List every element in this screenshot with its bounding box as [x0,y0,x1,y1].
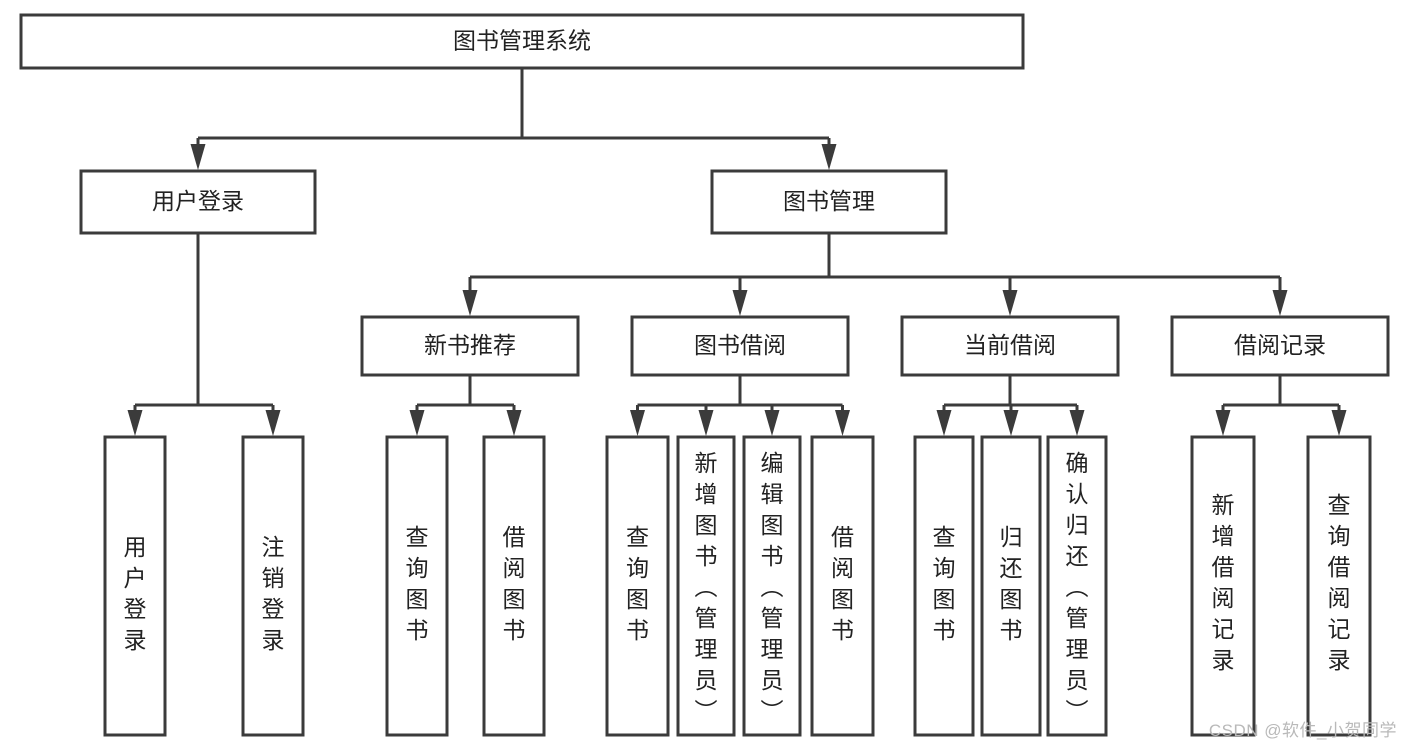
node-label: 编辑图书︵管理员︶ [761,450,784,724]
node-box [676,435,736,737]
node-label: 图书管理 [783,188,875,214]
node-root[interactable]: 图书管理系统 [19,13,1025,70]
arrow-head-icon [1002,290,1018,316]
node-label: 当前借阅 [964,332,1056,358]
node-box [742,435,802,737]
node-label: 图书管理系统 [453,28,591,54]
arrow-head-icon [1272,290,1288,316]
node-leaf-confirm-return[interactable]: 确认归还︵管理员︶ [1046,435,1108,737]
node-box [482,435,546,737]
arrow-head-icon [835,410,850,436]
node-new-book-rec[interactable]: 新书推荐 [360,315,580,377]
arrow-head-icon [732,290,748,316]
arrow-head-icon [1003,410,1019,436]
node-label: 图书借阅 [694,332,786,358]
node-box [710,169,948,235]
arrow-head-icon [764,410,780,436]
node-borrow-record[interactable]: 借阅记录 [1170,315,1390,377]
node-label: 借阅记录 [1234,332,1326,358]
node-book-borrow[interactable]: 图书借阅 [630,315,850,377]
node-label: 查询图书 [933,524,956,643]
node-label: 用户登录 [152,188,244,214]
node-box [19,13,1025,70]
arrow-head-icon [190,144,206,170]
node-user-login[interactable]: 用户登录 [79,169,317,235]
connector-layer [127,68,1347,436]
arrow-head-icon [1215,410,1231,436]
node-leaf-add-book[interactable]: 新增图书︵管理员︶ [676,435,736,737]
node-label: 新增图书︵管理员︶ [695,450,718,724]
node-label: 查询图书 [626,524,649,643]
node-leaf-return-book[interactable]: 归还图书 [980,435,1042,737]
arrow-head-icon [462,290,478,316]
arrow-head-icon [821,144,837,170]
arrow-head-icon [1331,410,1347,436]
node-box [360,315,580,377]
arrow-head-icon [1069,410,1085,436]
node-box [1046,435,1108,737]
node-book-manage[interactable]: 图书管理 [710,169,948,235]
node-leaf-borrow-book-2[interactable]: 借阅图书 [810,435,875,737]
node-box [900,315,1120,377]
node-box [810,435,875,737]
node-label: 归还图书 [1000,524,1023,643]
node-box [241,435,305,737]
node-box [103,435,167,737]
arrow-head-icon [506,410,522,436]
arrow-head-icon [698,410,714,436]
node-label: 查询借阅记录 [1328,492,1351,673]
node-box [913,435,975,737]
node-box [79,169,317,235]
node-leaf-query-record[interactable]: 查询借阅记录 [1306,435,1372,737]
node-label: 确认归还︵管理员︶ [1066,450,1089,724]
node-leaf-add-record[interactable]: 新增借阅记录 [1190,435,1256,737]
node-leaf-query-book-3[interactable]: 查询图书 [913,435,975,737]
node-leaf-user-login[interactable]: 用户登录 [103,435,167,737]
node-layer: 图书管理系统用户登录图书管理新书推荐图书借阅当前借阅借阅记录用户登录注销登录查询… [19,13,1390,737]
node-leaf-edit-book[interactable]: 编辑图书︵管理员︶ [742,435,802,737]
node-box [385,435,449,737]
arrow-head-icon [127,410,143,436]
arrow-head-icon [630,410,645,436]
watermark-text: CSDN @软件_小贺同学 [1208,721,1397,740]
node-box [1170,315,1390,377]
node-leaf-logout[interactable]: 注销登录 [241,435,305,737]
node-leaf-query-book-1[interactable]: 查询图书 [385,435,449,737]
node-leaf-borrow-book-1[interactable]: 借阅图书 [482,435,546,737]
node-leaf-query-book-2[interactable]: 查询图书 [605,435,670,737]
arrow-head-icon [265,410,281,436]
node-label: 查询图书 [406,524,429,643]
node-current-borrow[interactable]: 当前借阅 [900,315,1120,377]
arrow-head-icon [409,410,425,436]
arrow-head-icon [936,410,952,436]
node-box [1306,435,1372,737]
node-label: 借阅图书 [831,524,854,643]
node-box [980,435,1042,737]
node-label: 用户登录 [124,534,147,653]
node-label: 新书推荐 [424,332,516,358]
node-box [605,435,670,737]
node-box [1190,435,1256,737]
node-label: 注销登录 [262,534,285,653]
node-label: 借阅图书 [503,524,526,643]
node-label: 新增借阅记录 [1212,492,1235,673]
node-box [630,315,850,377]
